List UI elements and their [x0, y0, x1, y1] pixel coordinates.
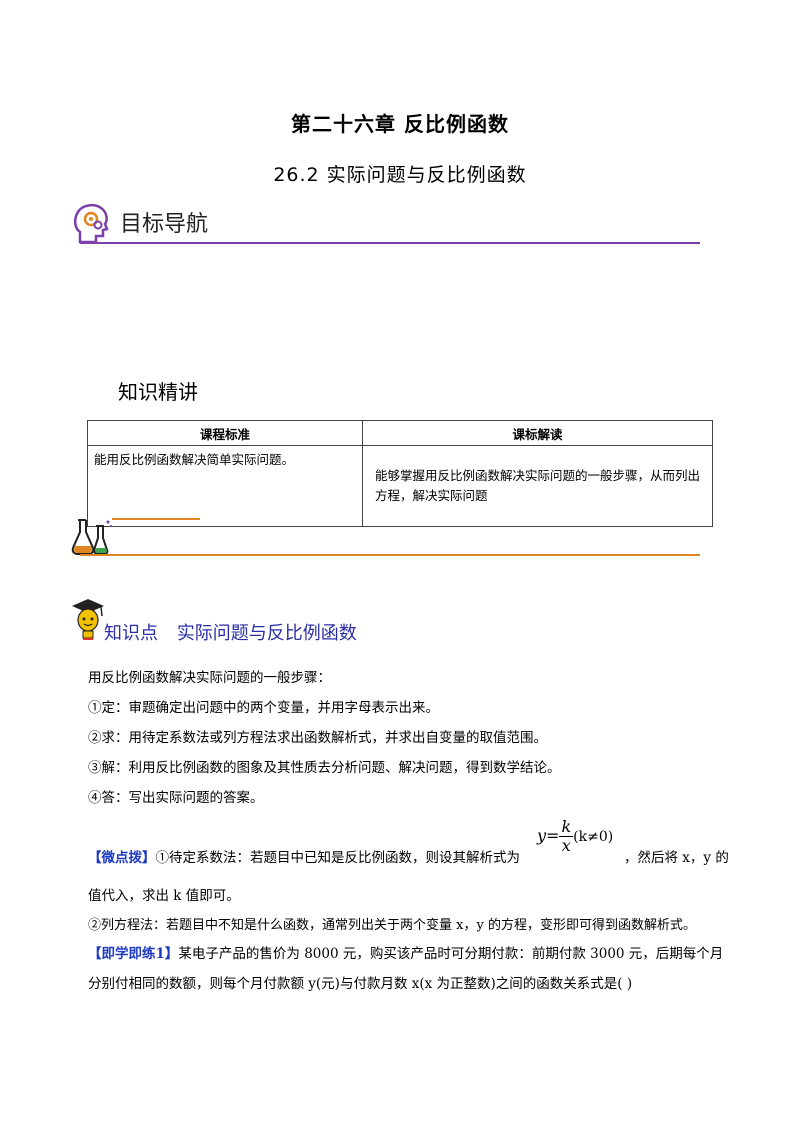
head-gear-icon	[72, 202, 112, 248]
exercise-line-2: 分别付相同的数额，则每个月付款额 y(元)与付款月数 x(x 为正整数)之间的函…	[88, 976, 633, 992]
step-solve: ②求：用待定系数法或列方程法求出函数解析式，并求出自变量的取值范围。	[88, 730, 547, 746]
knowledge-point-label: 知识点	[104, 623, 158, 644]
table-cell-interpretation: 能够掌握用反比例函数解决实际问题的一般步骤，从而列出方程，解决实际问题	[362, 445, 713, 527]
formula-condition: (k≠0)	[573, 829, 614, 845]
exercise-text-1: 某电子产品的售价为 8000 元，购买该产品时可分期付款：前期付款 3000 元…	[178, 946, 724, 962]
table-row: 能用反比例函数解决简单实际问题。 能够掌握用反比例函数解决实际问题的一般步骤，从…	[87, 445, 713, 527]
formula-denominator: x	[561, 836, 571, 855]
step-analyze: ③解：利用反比例函数的图象及其性质去分析问题、解决问题，得到数学结论。	[88, 760, 561, 776]
table-cell-standard: 能用反比例函数解决简单实际问题。	[87, 445, 363, 527]
formula-numerator: k	[559, 817, 574, 837]
orange-short-divider	[112, 518, 200, 520]
flask-icon	[70, 516, 114, 560]
tip-text-1-end: ，然后将 x，y 的	[624, 850, 729, 866]
step-define: ①定：审题确定出问题中的两个变量，并用字母表示出来。	[88, 700, 439, 716]
step-answer: ④答：写出实际问题的答案。	[88, 790, 264, 806]
formula-lhs: y=	[537, 826, 560, 845]
tip-tag: 【微点拨】	[88, 850, 156, 866]
knowledge-point-name: 实际问题与反比例函数	[176, 623, 357, 644]
table-header-standard: 课程标准	[87, 420, 363, 446]
exercise-line-1: 【即学即练1】某电子产品的售价为 8000 元，购买该产品时可分期付款：前期付款…	[88, 942, 723, 962]
goal-nav-title: 目标导航	[120, 212, 209, 237]
tip-text-1: ①待定系数法：若题目中已知是反比例函数，则设其解析式为	[155, 850, 521, 866]
chapter-title: 第二十六章 反比例函数	[291, 112, 509, 136]
steps-intro: 用反比例函数解决实际问题的一般步骤：	[88, 670, 331, 686]
purple-divider	[80, 242, 700, 244]
course-standard-table: 课程标准 课标解读 能用反比例函数解决简单实际问题。 能够掌握用反比例函数解决实…	[87, 420, 713, 527]
orange-divider	[80, 554, 700, 556]
graduate-mascot-icon	[68, 596, 108, 644]
section-title: 26.2 实际问题与反比例函数	[273, 164, 527, 186]
table-header-interpretation: 课标解读	[362, 420, 713, 446]
tip-line-3: ②列方程法：若题目中不知是什么函数，通常列出关于两个变量 x，y 的方程，变形即…	[88, 918, 696, 933]
knowledge-title: 知识精讲	[118, 380, 198, 404]
exercise-tag: 【即学即练1】	[88, 946, 179, 962]
knowledge-point-title: 知识点 实际问题与反比例函数	[104, 619, 357, 645]
tip-line-2: 值代入，求出 k 值即可。	[88, 888, 240, 904]
tip-line-1: 【微点拨】①待定系数法：若题目中已知是反比例函数，则设其解析式为	[88, 846, 520, 866]
